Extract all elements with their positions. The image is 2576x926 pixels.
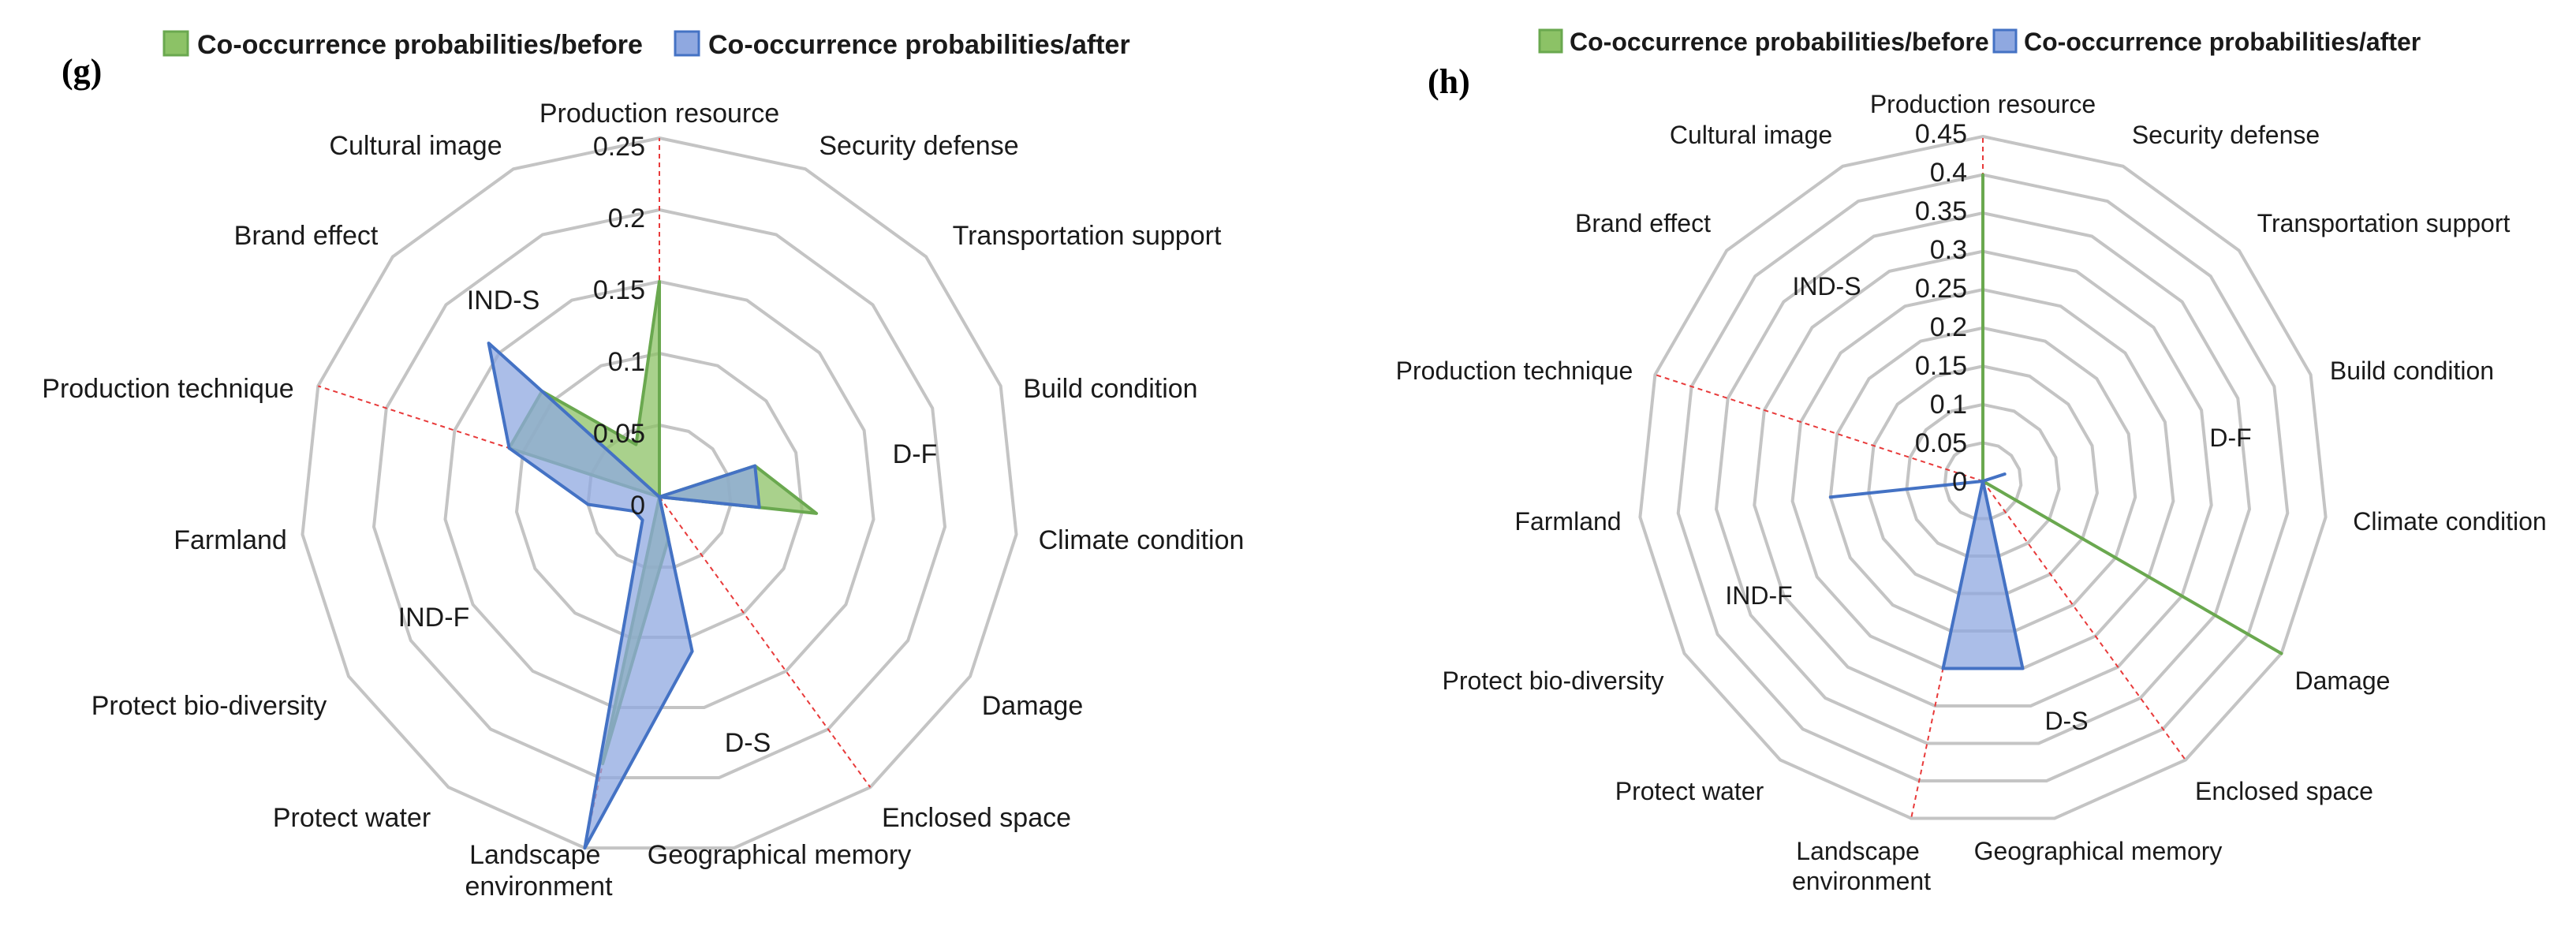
group-label: D-F [2209,424,2251,452]
category-label: Transportation support [953,221,1222,251]
grid-ring [1753,249,2213,708]
series-after [487,342,761,850]
category-label: Damage [2295,666,2391,695]
category-label: Build condition [1023,374,1197,404]
radar-chart-g: (g) Co-occurrence probabilities/before C… [42,30,1244,902]
group-label: IND-F [1725,581,1792,610]
tick-labels: 0 0.05 0.1 0.15 0.2 0.25 0.3 0.35 0.4 0.… [1915,119,1967,497]
tick-label: 0.1 [1930,390,1967,420]
data-series [487,280,819,850]
tick-label: 0.3 [1930,235,1967,265]
tick-label: 0.4 [1930,158,1967,188]
category-label: Production technique [42,374,293,404]
tick-label: 0.05 [593,419,645,449]
category-label: Damage [982,691,1084,721]
tick-label: 0.05 [1915,428,1967,458]
radar-grid [1638,134,2328,820]
tick-label: 0.45 [1915,119,1967,149]
tick-label: 0.2 [608,203,645,233]
grid-ring [371,207,947,779]
group-label: IND-S [467,286,540,316]
tick-labels: 0 0.05 0.1 0.15 0.2 0.25 [593,132,645,521]
tick-label: 0 [630,491,645,521]
category-label: Enclosed space [882,803,1071,833]
legend: Co-occurrence probabilities/before Co-oc… [162,30,1130,60]
tick-label: 0.1 [608,347,645,377]
tick-label: 0.15 [1915,351,1967,381]
category-label: Security defense [819,131,1018,161]
series-after [1828,472,2025,670]
category-label: Protect water [273,803,431,833]
legend-swatch-before [1538,28,1563,54]
legend-label-before: Co-occurrence probabilities/before [197,30,643,60]
series-before [1981,173,2283,655]
legend-label-before: Co-occurrence probabilities/before [1570,28,1989,56]
category-label: Build condition [2330,357,2494,385]
tick-label: 0 [1952,467,1967,497]
category-label-line: Landscape [1796,837,1920,865]
tick-label: 0.2 [1930,312,1967,342]
guide-line [659,496,872,788]
category-label: Protect bio-diversity [91,691,327,721]
category-label: Production resource [539,99,779,129]
legend-swatch-after [1992,28,2018,54]
guide-line [317,385,660,498]
group-label: D-S [725,728,771,758]
category-label: Geographical memory [648,840,911,870]
panel-label: (g) [62,52,102,91]
category-label-line: environment [1792,867,1931,895]
guide-line [1910,480,1984,819]
guide-line [1655,374,1984,482]
group-label: IND-F [398,603,470,633]
grid-ring [1676,173,2290,782]
category-label: Climate condition [1039,525,1245,555]
group-label: D-F [893,439,938,469]
category-label: Climate condition [2353,507,2546,536]
category-label: Enclosed space [2195,777,2373,805]
radar-chart-h: (h) Co-occurrence probabilities/before C… [1396,28,2547,895]
category-label: Farmland [1514,507,1621,536]
legend: Co-occurrence probabilities/before Co-oc… [1538,28,2421,56]
guide-line [1982,480,2186,761]
tick-label: 0.15 [593,275,645,305]
tick-label: 0.25 [1915,274,1967,304]
category-label: Geographical memory [1974,837,2223,865]
category-label: Production resource [1870,90,2096,118]
category-label-line: Landscape [469,840,600,870]
category-label: Farmland [174,525,287,555]
category-label: Protect water [1615,777,1764,805]
category-label: Brand effect [1575,209,1711,237]
guide-lines [1655,136,2186,819]
legend-swatch-after [674,30,700,57]
group-labels: D-F D-S IND-F IND-S [1725,272,2251,735]
group-labels: D-F D-S IND-F IND-S [398,286,938,758]
category-label: Landscape environment [465,840,613,902]
group-label: D-S [2044,707,2088,735]
grid-ring [301,136,1018,850]
category-label: Cultural image [1670,121,1832,149]
data-series [1828,173,2283,670]
grid-ring [1714,211,2252,745]
category-label: Transportation support [2257,209,2511,237]
legend-label-after: Co-occurrence probabilities/after [708,30,1130,60]
tick-label: 0.25 [593,132,645,162]
category-label: Protect bio-diversity [1443,666,1664,695]
category-label-line: environment [465,872,613,902]
panel-label: (h) [1428,62,1470,101]
category-label: Production technique [1396,357,1633,385]
grid-ring [1638,134,2328,820]
category-label: Security defense [2132,121,2320,149]
category-labels: Production resource Security defense Tra… [42,99,1244,902]
legend-swatch-before [162,30,189,57]
group-label: IND-S [1792,272,1861,301]
tick-label: 0.35 [1915,196,1967,226]
category-label: Landscape environment [1792,837,1931,895]
category-label: Cultural image [329,131,502,161]
category-labels: Production resource Security defense Tra… [1396,90,2547,895]
category-label: Brand effect [234,221,379,251]
legend-label-after: Co-occurrence probabilities/after [2024,28,2421,56]
